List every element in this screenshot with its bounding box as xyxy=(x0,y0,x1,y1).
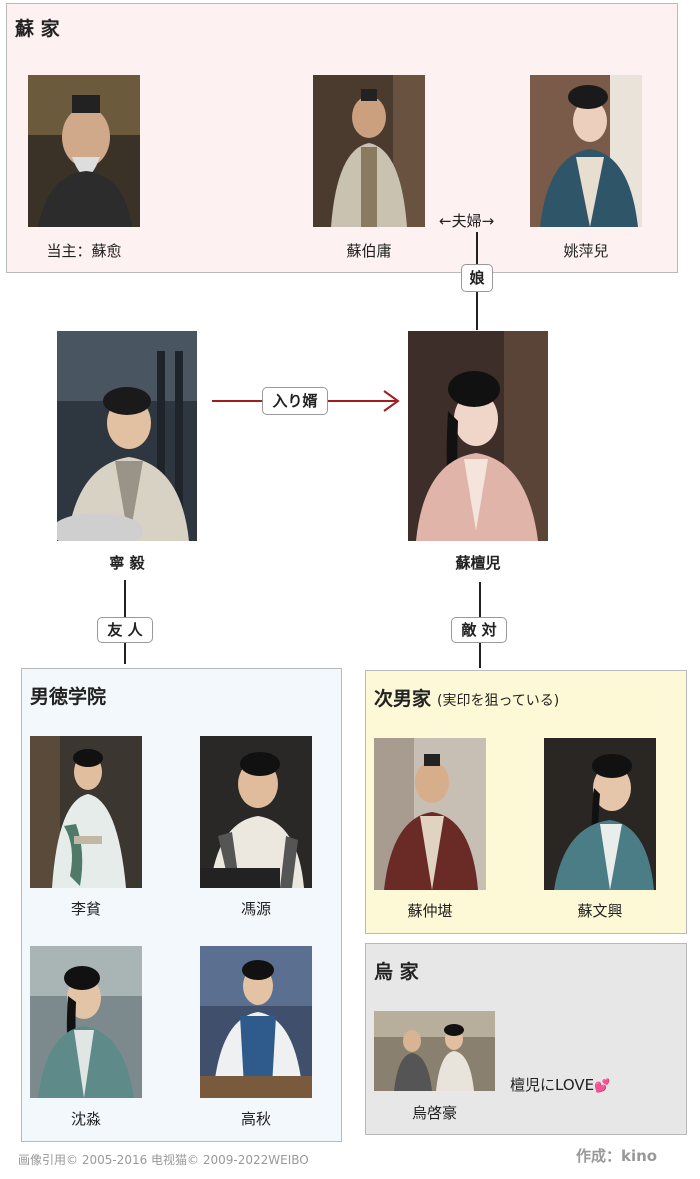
author-credit: 作成：kino xyxy=(576,1147,658,1165)
second-son-family-title: 次男家 (実印を狙っている) xyxy=(374,684,559,711)
photo-gao-qiu xyxy=(200,946,312,1098)
wu-family-note: 檀児にLOVE💕 xyxy=(510,1074,610,1095)
enemy-tag: 敵 対 xyxy=(451,617,507,643)
photo-shen-miao xyxy=(30,946,142,1098)
su-yu-name: 当主：蘇愈 xyxy=(46,242,122,260)
photo-su-wenxing xyxy=(544,738,656,890)
su-zhongkan-name: 蘇仲堪 xyxy=(407,902,453,920)
second-son-family-name: 次男家 xyxy=(374,688,432,710)
spouse-label: ←夫婦→ xyxy=(439,212,495,230)
photo-su-boyong xyxy=(313,75,425,227)
photo-wu-qihao xyxy=(374,1011,495,1091)
wu-family-note-text: 檀児にLOVE xyxy=(510,1076,595,1094)
wu-qihao-name: 烏啓豪 xyxy=(411,1104,457,1122)
su-taner-name: 蘇檀児 xyxy=(455,554,501,572)
feng-yuan-name: 馮源 xyxy=(240,900,271,918)
friend-tag: 友 人 xyxy=(97,617,153,643)
photo-su-yu xyxy=(28,75,140,227)
photo-su-zhongkan xyxy=(374,738,486,890)
image-credit: 画像引用© 2005-2016 电视猫© 2009-2022WEIBO xyxy=(18,1153,309,1167)
yao-pinger-name: 姚萍兒 xyxy=(563,242,609,260)
photo-yao-pinger xyxy=(530,75,642,227)
su-wenxing-name: 蘇文興 xyxy=(577,902,623,920)
shen-miao-name: 沈淼 xyxy=(70,1110,101,1128)
su-boyong-name: 蘇伯庸 xyxy=(346,242,392,260)
li-pin-name: 李貧 xyxy=(70,900,101,918)
su-family-title: 蘇 家 xyxy=(15,18,60,40)
daughter-tag: 娘 xyxy=(461,264,493,292)
wu-family-title: 烏 家 xyxy=(374,961,419,983)
academy-title: 男徳学院 xyxy=(30,686,107,708)
heart-icon: 💕 xyxy=(594,1079,611,1094)
photo-feng-yuan xyxy=(200,736,312,888)
marry-in-tag: 入り婿 xyxy=(262,387,328,415)
gao-qiu-name: 高秋 xyxy=(240,1110,271,1128)
ning-yi-name: 寧 毅 xyxy=(109,554,145,572)
photo-ning-yi xyxy=(57,331,197,541)
photo-su-taner xyxy=(408,331,548,541)
photo-li-pin xyxy=(30,736,142,888)
second-son-family-note: (実印を狙っている) xyxy=(437,693,560,709)
